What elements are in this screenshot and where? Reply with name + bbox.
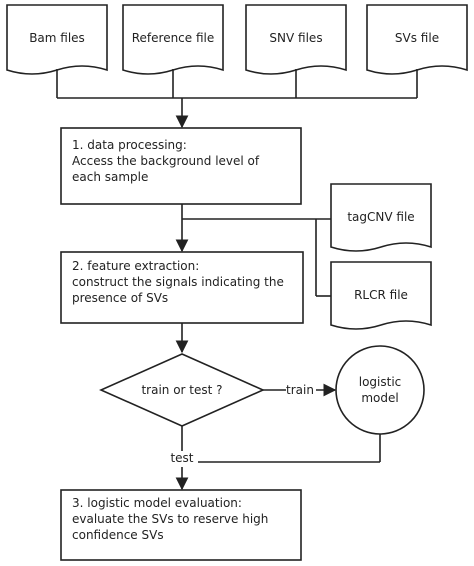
model-evaluation-title: 3. logistic model evaluation: bbox=[72, 496, 242, 510]
input-merge-connector bbox=[56, 69, 418, 129]
svs-file-node: SVs file bbox=[366, 4, 468, 75]
model-to-evaluation-connector bbox=[198, 434, 381, 463]
feature-extraction-line3: presence of SVs bbox=[72, 291, 168, 305]
step1-to-step2-connector bbox=[175, 204, 331, 297]
train-edge-label: train bbox=[286, 383, 314, 397]
data-processing-title: 1. data processing: bbox=[72, 138, 187, 152]
logistic-model-node: logistic model bbox=[335, 345, 425, 435]
snv-files-node: SNV files bbox=[245, 4, 347, 75]
data-processing-line3: each sample bbox=[72, 170, 148, 184]
model-evaluation-line2: evaluate the SVs to reserve high bbox=[72, 512, 268, 526]
logistic-model-line1: logistic bbox=[359, 375, 402, 389]
reference-file-node: Reference file bbox=[122, 4, 224, 75]
model-evaluation-node: 3. logistic model evaluation: evaluate t… bbox=[60, 489, 302, 561]
tagcnv-file-label: tagCNV file bbox=[347, 210, 414, 224]
bam-files-label: Bam files bbox=[29, 31, 85, 45]
train-edge: train bbox=[263, 383, 337, 397]
train-or-test-decision: train or test ? bbox=[99, 353, 265, 427]
test-edge: test bbox=[170, 426, 194, 491]
decision-label: train or test ? bbox=[141, 383, 222, 397]
svs-file-label: SVs file bbox=[395, 31, 439, 45]
snv-files-label: SNV files bbox=[269, 31, 322, 45]
model-evaluation-line3: confidence SVs bbox=[72, 528, 164, 542]
reference-file-label: Reference file bbox=[132, 31, 215, 45]
test-edge-label: test bbox=[170, 451, 193, 465]
feature-extraction-title: 2. feature extraction: bbox=[72, 259, 199, 273]
logistic-model-line2: model bbox=[361, 391, 398, 405]
feature-extraction-line2: construct the signals indicating the bbox=[72, 275, 284, 289]
bam-files-node: Bam files bbox=[6, 4, 108, 75]
tagcnv-file-node: tagCNV file bbox=[330, 183, 432, 252]
data-processing-line2: Access the background level of bbox=[72, 154, 260, 168]
feature-extraction-node: 2. feature extraction: construct the sig… bbox=[60, 251, 304, 324]
data-processing-node: 1. data processing: Access the backgroun… bbox=[60, 127, 302, 205]
rlcr-file-node: RLCR file bbox=[330, 261, 432, 330]
rlcr-file-label: RLCR file bbox=[354, 288, 408, 302]
